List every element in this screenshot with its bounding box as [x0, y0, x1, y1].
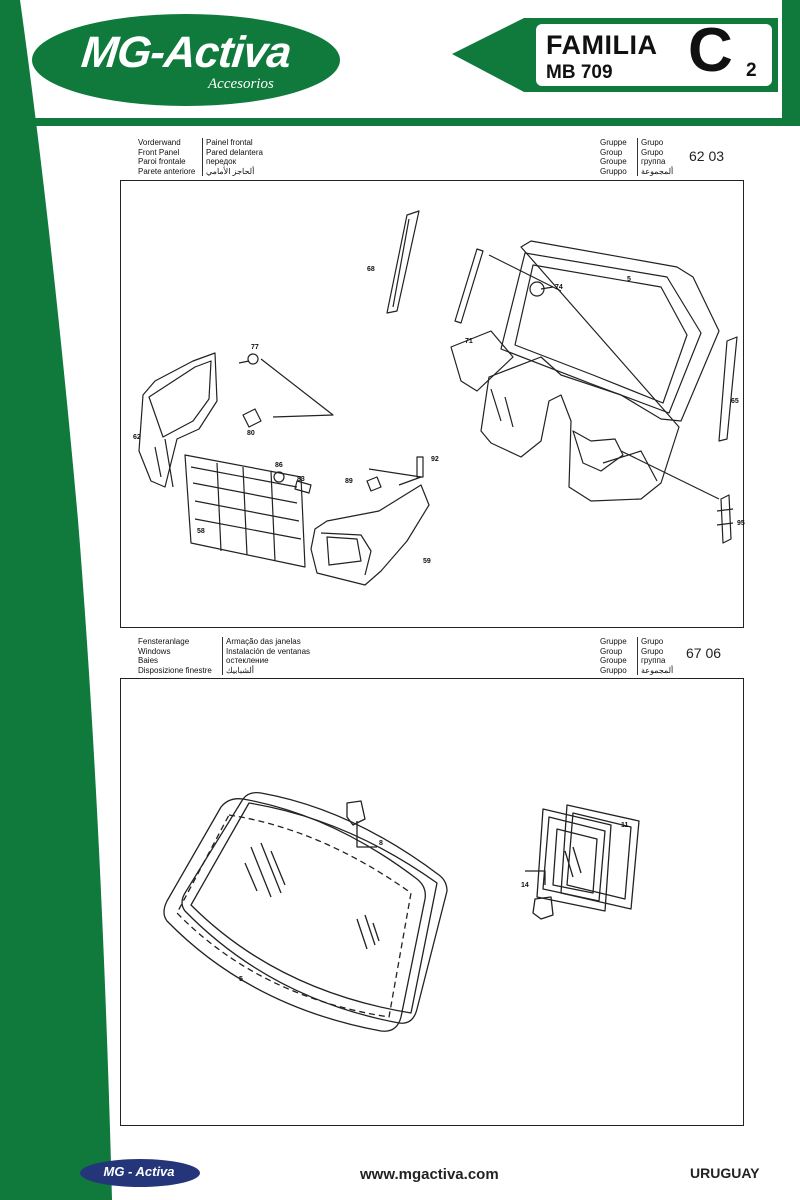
section-2-group-divider — [637, 637, 638, 675]
windows-drawing: 8 11 14 5 — [163, 791, 640, 1032]
callout-14: 14 — [521, 882, 529, 889]
section-2-divider — [222, 637, 223, 675]
callout-80: 80 — [247, 430, 255, 437]
footer-country: URUGUAY — [690, 1165, 760, 1181]
section-2-group-right: Grupo Grupo группа ألمجموعة — [641, 637, 674, 675]
section-2-group-code: 67 06 — [686, 645, 722, 661]
family-letter: C — [688, 16, 733, 85]
section-2-labels-right: Armação das janelas Instalación de venta… — [226, 637, 311, 675]
callout-71: 71 — [465, 338, 473, 345]
footer-url[interactable]: www.mgactiva.com — [360, 1166, 499, 1183]
callout-83: 83 — [297, 476, 305, 483]
section-1-labels-right: Painel frontal Pared delantera передок أ… — [206, 138, 263, 176]
front-panel-diagram: 68 5 74 71 77 65 80 62 92 86 83 89 95 58… — [120, 180, 745, 628]
callout-11: 11 — [621, 822, 629, 829]
callout-58: 58 — [197, 528, 205, 535]
callout-5-windshield: 5 — [239, 976, 243, 983]
section-2-group-left: Gruppe Group Groupe Gruppo — [600, 637, 627, 675]
callout-59: 59 — [423, 558, 431, 565]
family-title: FAMILIA — [546, 30, 658, 60]
callout-77: 77 — [251, 344, 259, 351]
section-1-group-left: Gruppe Group Groupe Gruppo — [600, 138, 627, 176]
footer-logo: MG - Activa — [103, 1164, 175, 1179]
callout-74: 74 — [555, 284, 563, 291]
callout-92: 92 — [431, 456, 439, 463]
callout-95: 95 — [737, 520, 745, 527]
front-panel-drawing: 68 5 74 71 77 65 80 62 92 86 83 89 95 58… — [133, 210, 745, 586]
callout-89: 89 — [345, 478, 353, 485]
callout-5: 5 — [627, 276, 631, 283]
section-1-divider — [202, 138, 203, 176]
family-model: MB 709 — [546, 62, 613, 83]
callout-8: 8 — [379, 840, 383, 847]
section-1-group-right: Grupo Grupo группа ألمجموعة — [641, 138, 674, 176]
callout-86: 86 — [275, 462, 283, 469]
brand-logo: MG-Activa — [79, 28, 293, 77]
section-2-labels-left: Fensteranlage Windows Baies Disposizione… — [138, 637, 212, 675]
callout-65: 65 — [731, 398, 739, 405]
callout-62: 62 — [133, 434, 141, 441]
callout-68: 68 — [367, 266, 375, 273]
family-number: 2 — [746, 60, 757, 81]
section-1-group-divider — [637, 138, 638, 176]
section-1-labels-left: Vorderwand Front Panel Paroi frontale Pa… — [138, 138, 196, 176]
windows-diagram: 8 11 14 5 — [120, 678, 744, 1126]
brand-logo-subtitle: Accesorios — [208, 76, 274, 92]
section-1-group-code: 62 03 — [689, 148, 725, 164]
